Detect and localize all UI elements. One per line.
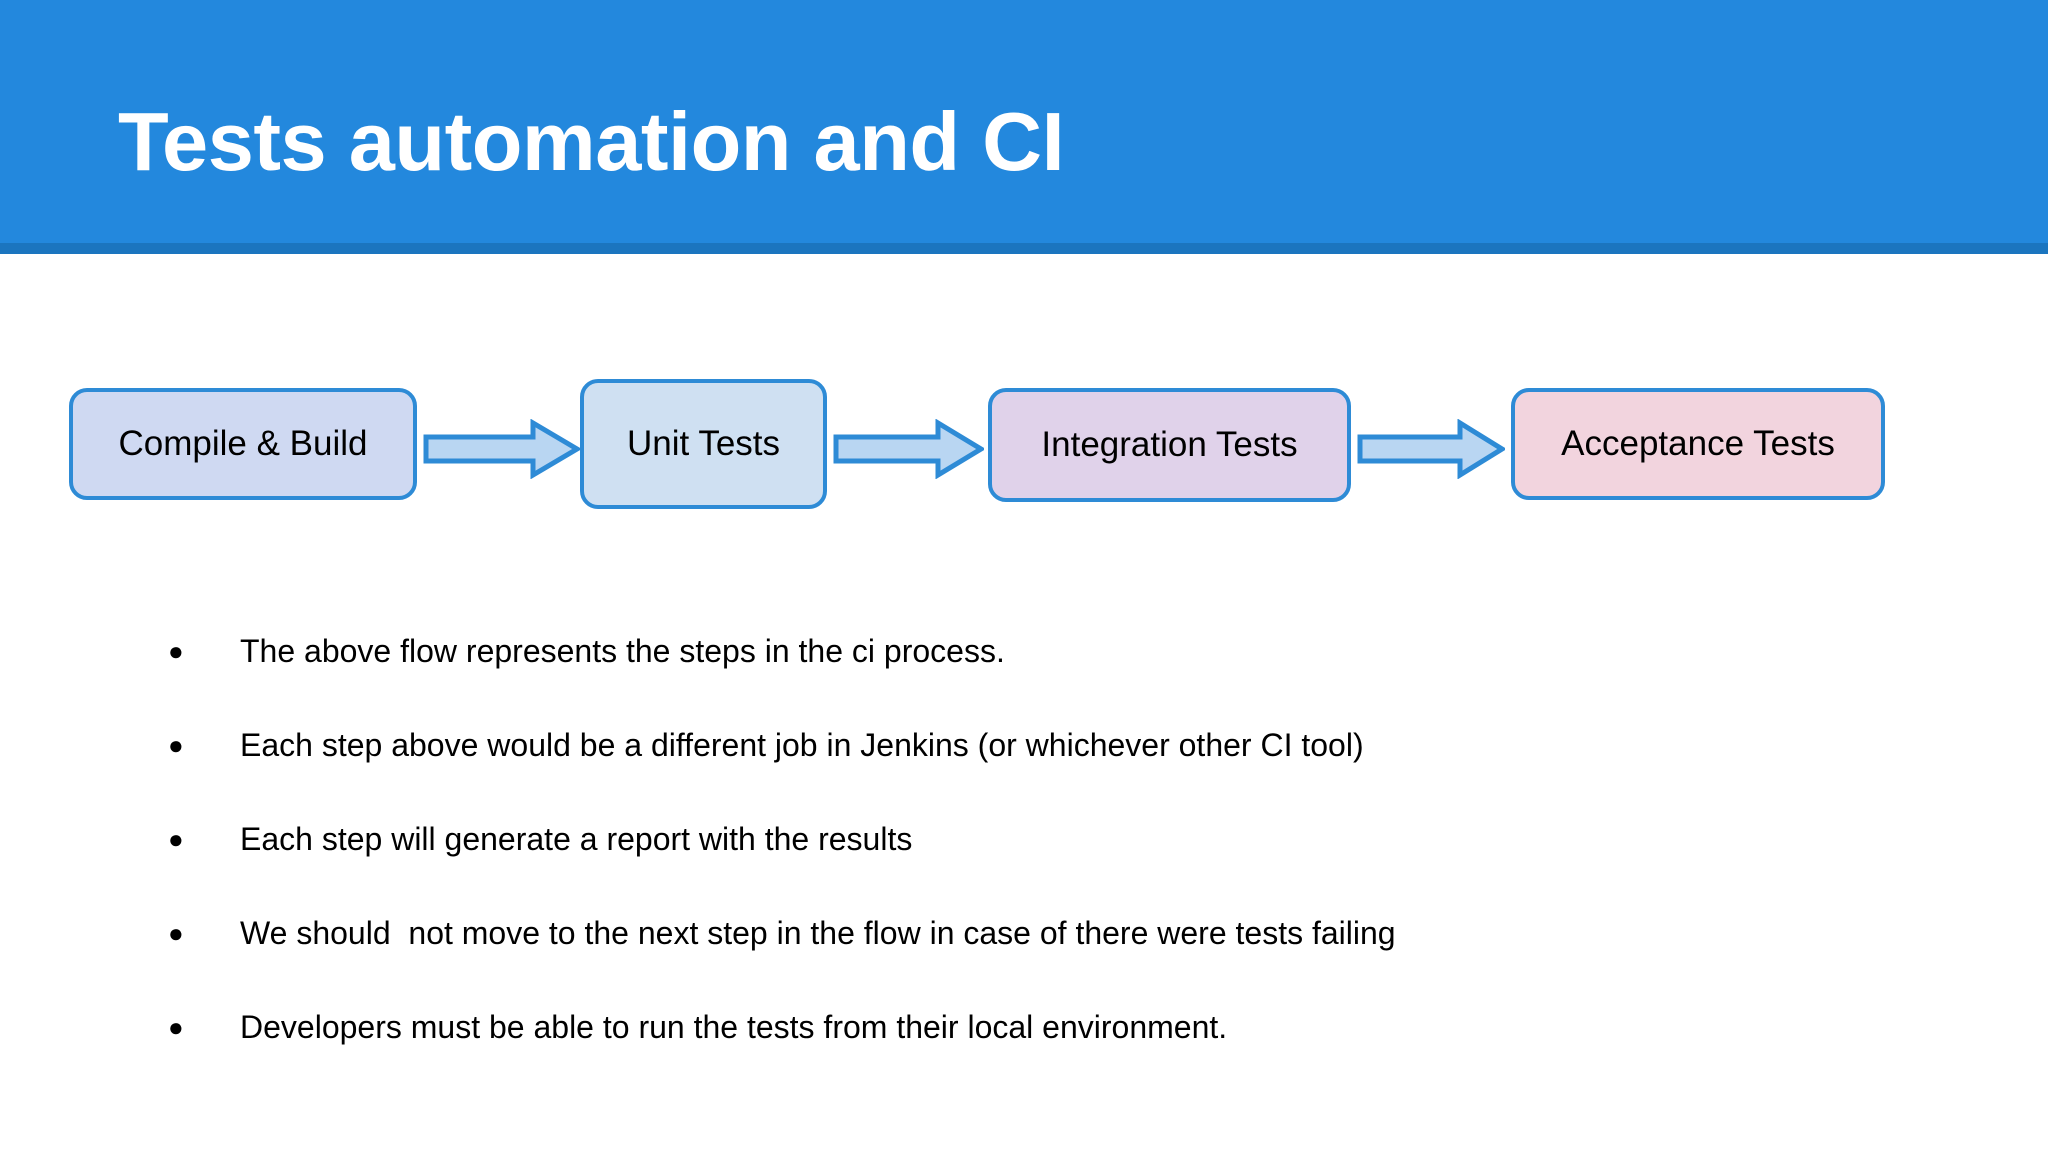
flow-step-compile-build[interactable]: Compile & Build <box>69 388 417 500</box>
list-item-text: We should not move to the next step in t… <box>240 915 1396 951</box>
bullet-marker-icon: ● <box>168 918 184 948</box>
list-item: ● Each step will generate a report with … <box>160 818 1960 912</box>
list-item: ● We should not move to the next step in… <box>160 912 1960 1006</box>
list-item: ● Developers must be able to run the tes… <box>160 1006 1960 1100</box>
bullet-list: ● The above flow represents the steps in… <box>160 630 1960 1100</box>
flow-step-label: Compile & Build <box>118 424 368 463</box>
list-item: ● The above flow represents the steps in… <box>160 630 1960 724</box>
bullet-marker-icon: ● <box>168 824 184 854</box>
header-underline-divider <box>0 243 2048 254</box>
list-item-text: The above flow represents the steps in t… <box>240 633 1005 669</box>
header-band <box>0 0 2048 243</box>
flow-step-label: Acceptance Tests <box>1561 424 1835 463</box>
bullet-marker-icon: ● <box>168 636 184 666</box>
bullet-marker-icon: ● <box>168 1012 184 1042</box>
right-block-arrow-icon <box>833 418 986 484</box>
process-flow-diagram: Compile & Build Unit Tests Integration T… <box>0 370 2048 520</box>
flow-step-unit-tests[interactable]: Unit Tests <box>580 379 827 509</box>
flow-step-label: Unit Tests <box>626 424 781 463</box>
list-item-text: Developers must be able to run the tests… <box>240 1009 1228 1045</box>
list-item-text: Each step will generate a report with th… <box>240 821 913 857</box>
page-title: Tests automation and CI <box>118 95 1065 188</box>
flow-step-label: Integration Tests <box>1041 425 1298 464</box>
right-block-arrow-icon <box>1357 418 1507 484</box>
right-block-arrow-icon <box>423 418 582 484</box>
flow-step-integration-tests[interactable]: Integration Tests <box>988 388 1351 502</box>
bullet-marker-icon: ● <box>168 730 184 760</box>
flow-step-acceptance-tests[interactable]: Acceptance Tests <box>1511 388 1885 500</box>
list-item: ● Each step above would be a different j… <box>160 724 1960 818</box>
list-item-text: Each step above would be a different job… <box>240 727 1364 763</box>
